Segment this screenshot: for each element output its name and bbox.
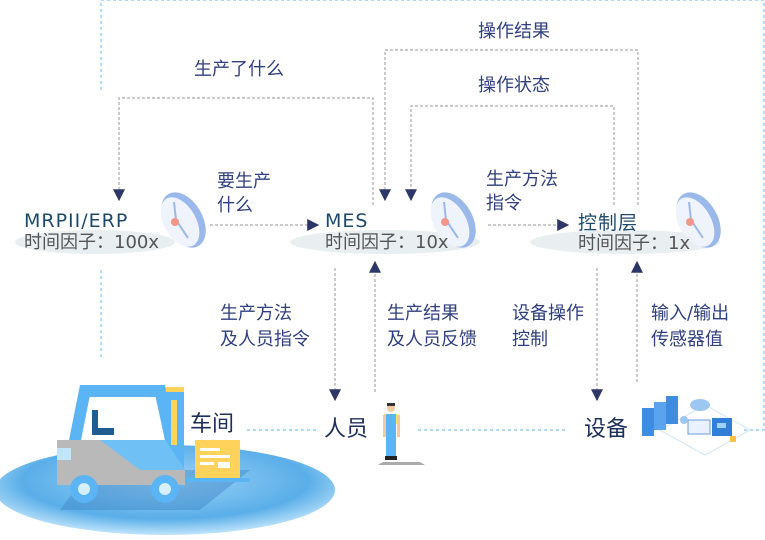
erp-base-ellipse bbox=[15, 230, 175, 254]
flow-label-result-feedback-line2: 及人员反馈 bbox=[387, 329, 477, 350]
mes-node-title: MES bbox=[325, 210, 369, 232]
control-base-ellipse bbox=[530, 230, 720, 254]
clock-icon bbox=[160, 192, 206, 248]
op-result-path bbox=[379, 49, 639, 205]
control-node-title: 控制层 bbox=[578, 212, 639, 234]
equipment-label: 设备 bbox=[584, 417, 629, 442]
control-node-time-factor: 时间因子：1x bbox=[578, 233, 691, 254]
forklift-icon bbox=[0, 385, 335, 535]
flow-label-method-instruction-line2: 指令 bbox=[486, 193, 522, 214]
flow-label-io-sensor-line1: 输入/输出 bbox=[651, 303, 730, 324]
op-status-path bbox=[405, 105, 615, 205]
flow-label-what-produced: 生产了什么 bbox=[194, 59, 284, 80]
flow-label-io-sensor-line2: 传感器值 bbox=[651, 329, 723, 350]
flow-label-method-staff-line1: 生产方法 bbox=[220, 303, 292, 324]
flow-label-method-instruction-line1: 生产方法 bbox=[486, 169, 558, 190]
clock-icon bbox=[430, 192, 476, 248]
clock-icon bbox=[675, 192, 721, 248]
personnel-label: 人员 bbox=[324, 417, 369, 442]
flow-label-result-feedback-line1: 生产结果 bbox=[387, 303, 459, 324]
flow-label-device-control-line2: 控制 bbox=[512, 329, 548, 350]
flow-label-op-status: 操作状态 bbox=[478, 75, 550, 96]
worker-icon bbox=[378, 403, 425, 465]
mes-node-time-factor: 时间因子：10x bbox=[325, 232, 449, 253]
erp-node-time-factor: 时间因子：100x bbox=[24, 232, 160, 253]
flow-label-device-control-line1: 设备操作 bbox=[512, 303, 584, 324]
flow-label-what-to-produce-line2: 什么 bbox=[217, 195, 253, 216]
flow-label-what-to-produce-line1: 要生产 bbox=[217, 171, 271, 192]
equipment-icon bbox=[642, 396, 752, 456]
flow-label-method-staff-line2: 及人员指令 bbox=[220, 329, 310, 350]
mes-base-ellipse bbox=[290, 230, 480, 254]
workshop-label: 车间 bbox=[190, 412, 235, 437]
flow-label-op-result: 操作结果 bbox=[478, 21, 550, 42]
what-produced-path bbox=[113, 97, 374, 205]
gray-connectors bbox=[113, 49, 643, 402]
erp-node-title: MRPII/ERP bbox=[24, 210, 129, 232]
outer-blue-connector bbox=[100, 0, 765, 431]
